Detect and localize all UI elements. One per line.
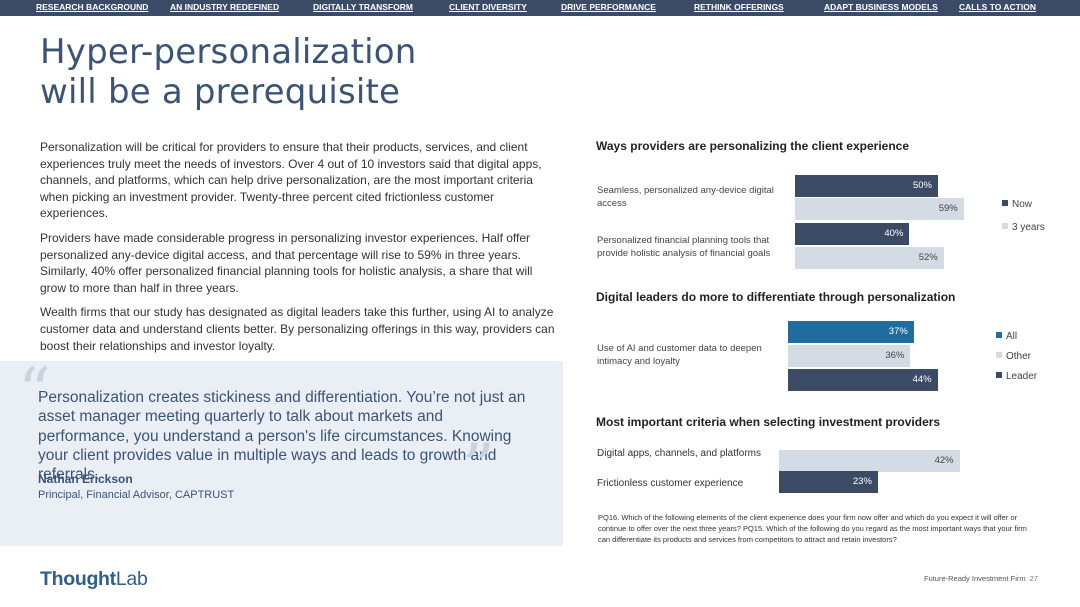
chart-1-title: Ways providers are personalizing the cli… [596,139,910,153]
chart-2-title: Digital leaders do more to differentiate… [596,290,956,304]
legend-swatch [996,332,1002,339]
logo-part-2: Lab [115,568,148,590]
chart-1-bar-2-2-label: 52% [918,252,938,263]
legend-label: Other [1006,351,1032,362]
paragraph-2: Providers have made considerable progres… [40,230,533,295]
open-quote-icon: “ [18,355,51,429]
chart-3-category-2: Frictionless customer experience [597,478,744,489]
chart-2-legend-all: All [996,331,1017,342]
paragraph-3: Wealth firms that our study has designat… [40,305,555,353]
top-nav: RESEARCH BACKGROUND AN INDUSTRY REDEFINE… [0,0,1080,16]
chart-1-bar-2-1 [795,223,910,245]
quote-author-role: Principal, Financial Advisor, CAPTRUST [38,489,235,501]
chart-2-bar-1 [788,321,914,343]
chart-1-bar-2-2 [795,247,944,269]
footer-title: Future-Ready Investment Firm [923,574,1026,583]
page-title: Hyper-personalization will be a prerequi… [40,32,540,112]
quote-author-name: Nathan Erickson [38,472,133,486]
chart-1-category-2: Personalized financial planning tools th… [597,235,771,259]
legend-label: All [1006,331,1018,342]
chart-1-bar-1-1-label: 50% [912,180,932,191]
chart-3-title: Most important criteria when selecting i… [596,415,941,429]
chart-2-bar-2 [788,345,911,367]
legend-label: 3 years [1012,222,1045,233]
nav-link-digitally-transform[interactable]: DIGITALLY TRANSFORM [313,2,413,12]
close-quote-icon: ” [462,431,495,505]
chart-1-bar-1-2-label: 59% [938,203,958,214]
legend-swatch [1002,223,1008,230]
nav-link-adapt-business-models[interactable]: ADAPT BUSINESS MODELS [824,2,938,12]
chart-2-legend-leader: Leader [996,371,1037,382]
thoughtlab-logo: ThoughtLab [40,568,148,591]
body-text: Personalization will be critical for pro… [40,139,560,362]
chart-1-legend-now: Now [1002,199,1032,210]
nav-link-calls-to-action[interactable]: CALLS TO ACTION [959,2,1036,12]
chart-2-bar-1-label: 37% [888,326,908,337]
chart-2-category-1: Use of AI and customer data to deepen in… [597,343,762,367]
legend-swatch [996,352,1002,359]
chart-1-bar-2-1-label: 40% [884,228,904,239]
quote-text: Personalization creates stickiness and d… [38,389,526,484]
legend-label: Leader [1006,371,1038,382]
nav-link-industry-redefined[interactable]: AN INDUSTRY REDEFINED [170,2,280,12]
legend-label: Now [1012,199,1033,210]
legend-swatch [1002,200,1008,207]
nav-link-rethink-offerings[interactable]: RETHINK OFFERINGS [694,2,784,12]
chart-3-category-1: Digital apps, channels, and platforms [597,448,761,459]
chart-1-legend-3-years: 3 years [1002,222,1045,233]
nav-link-client-diversity[interactable]: CLIENT DIVERSITY [449,2,527,12]
paragraph-1: Personalization will be critical for pro… [40,140,542,221]
chart-1-bar-1-1 [795,175,938,197]
chart-3-bar-2 [779,471,878,493]
chart-2-legend-other: Other [996,351,1031,362]
chart-2-bar-3-label: 44% [912,374,932,385]
footnote: PQ16. Which of the following elements of… [598,513,1027,545]
nav-link-drive-performance[interactable]: DRIVE PERFORMANCE [561,2,656,12]
chart-2-bar-2-label: 36% [885,350,905,361]
page-title-line-1: Hyper-personalization [40,32,417,72]
chart-3-bar-1-label: 42% [934,455,954,466]
chart-3-bar-1 [779,450,960,472]
page-title-line-2: will be a prerequisite [40,72,401,112]
quote-box [0,361,563,546]
chart-3-bar-2-label: 23% [852,476,872,487]
page-number: 27 [1029,574,1038,583]
legend-swatch [996,372,1002,379]
chart-1-category-1: Seamless, personalized any-device digita… [597,185,774,209]
chart-2-bar-3 [788,369,938,391]
logo-part-1: Thought [40,568,116,590]
nav-link-research-background[interactable]: RESEARCH BACKGROUND [36,2,149,12]
chart-1-bar-1-2 [795,198,964,220]
